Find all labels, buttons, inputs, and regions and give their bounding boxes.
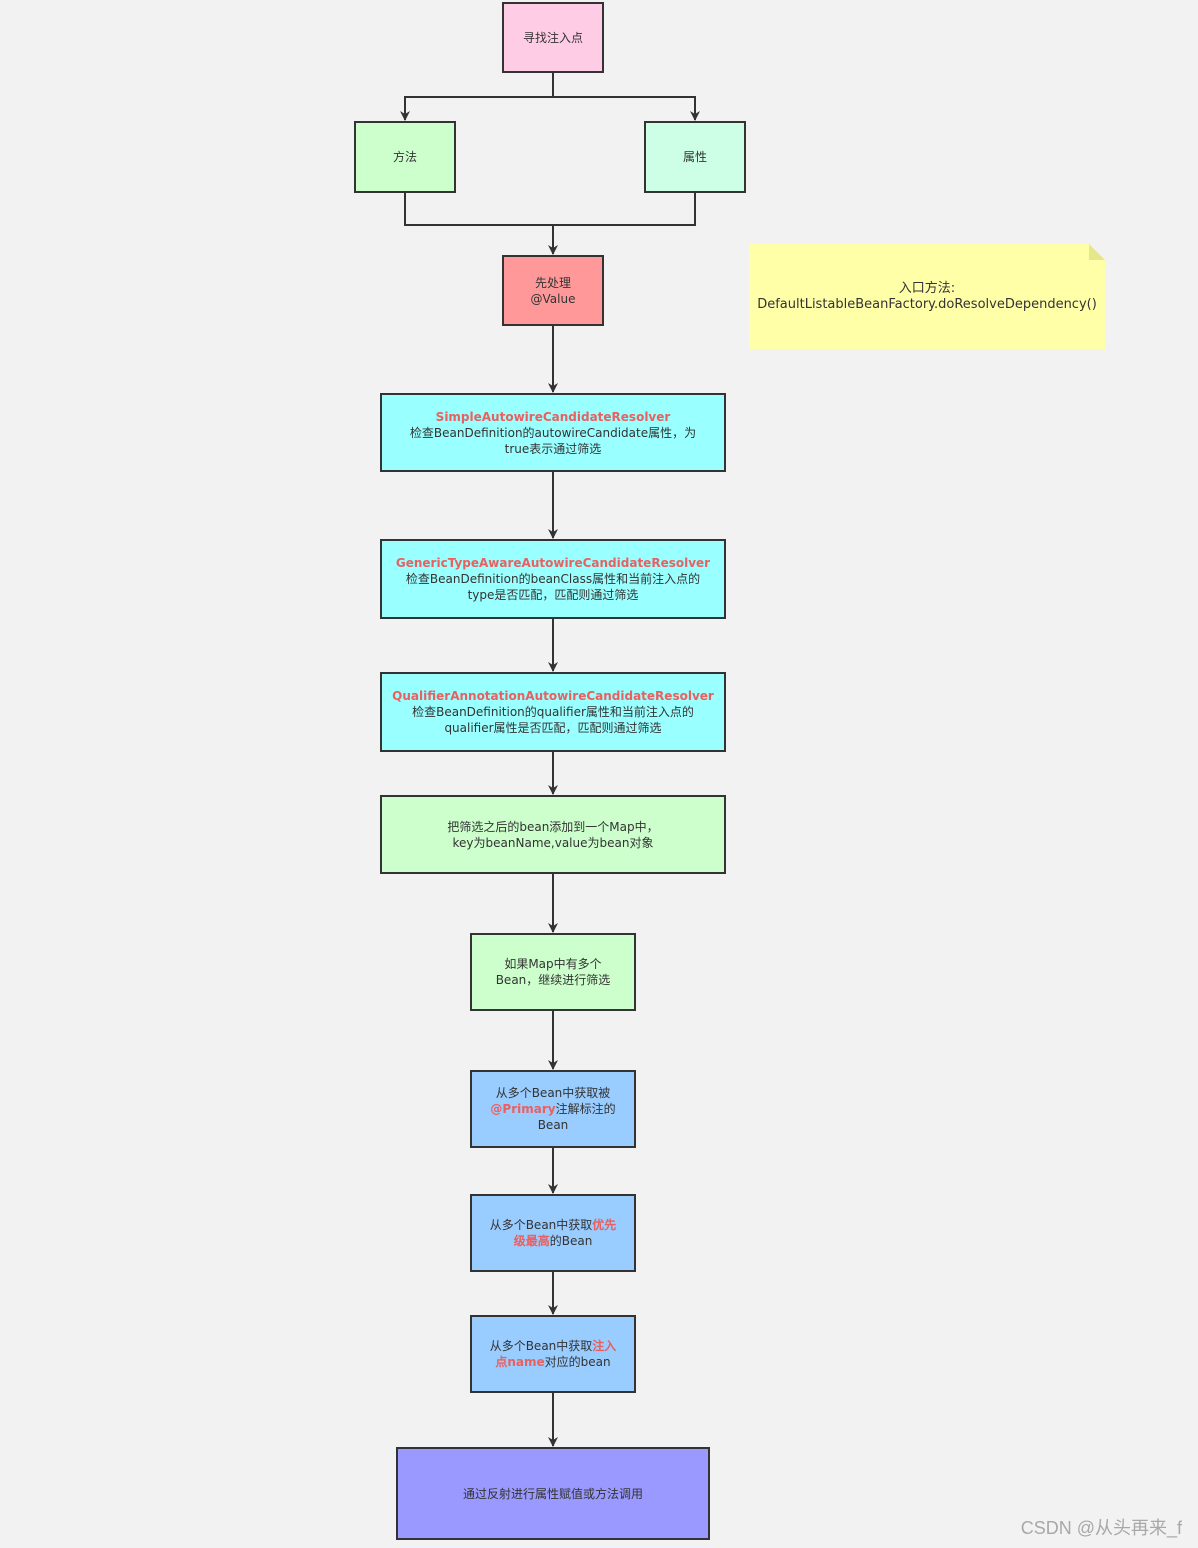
primary-highlight: @Primary: [490, 1102, 556, 1116]
qualifier-resolver-node: QualifierAnnotationAutowireCandidateReso…: [380, 672, 726, 752]
primary-line3: Bean: [537, 1118, 569, 1132]
qualifier-resolver-line1: 检查BeanDefinition的qualifier属性和当前注入点的: [412, 705, 694, 719]
generic-resolver-title: GenericTypeAwareAutowireCandidateResolve…: [395, 556, 711, 570]
priority-line2: 级最高的Bean: [514, 1233, 593, 1249]
name-match-node: 从多个Bean中获取注入 点name对应的bean: [470, 1315, 636, 1393]
qualifier-resolver-line2: qualifier属性是否匹配，匹配则通过筛选: [444, 721, 662, 735]
find-injection-point-label: 寻找注入点: [522, 30, 583, 45]
generic-resolver-line2: type是否匹配，匹配则通过筛选: [467, 588, 639, 602]
connector-property-to-value: [553, 193, 696, 226]
entry-method-note-line1: 入口方法:: [898, 280, 956, 296]
value-first-node: 先处理 @Value: [502, 255, 604, 326]
entry-method-note-line2: DefaultListableBeanFactory.doResolveDepe…: [757, 296, 1097, 312]
name-match-line1-highlight: 注入: [592, 1339, 617, 1353]
property-label: 属性: [682, 150, 707, 164]
add-to-map-line1: 把筛选之后的bean添加到一个Map中，: [447, 819, 659, 834]
generic-resolver-node: GenericTypeAwareAutowireCandidateResolve…: [380, 539, 726, 619]
name-match-line1: 从多个Bean中获取注入: [490, 1338, 617, 1354]
name-match-line2: 点name对应的bean: [495, 1354, 610, 1370]
qualifier-resolver-title: QualifierAnnotationAutowireCandidateReso…: [392, 689, 714, 703]
connector-find-to-method: [400, 73, 554, 121]
priority-line2-highlight: 级最高: [513, 1234, 550, 1248]
value-first-line2: @Value: [530, 291, 576, 306]
primary-line2-rest: 注解标注的: [555, 1102, 616, 1116]
method-label: 方法: [392, 150, 417, 164]
simple-resolver-line2: true表示通过筛选: [504, 441, 602, 456]
priority-line1: 从多个Bean中获取优先: [490, 1217, 617, 1233]
connector-method-to-value: [404, 193, 558, 255]
property-node: 属性: [644, 121, 746, 193]
simple-resolver-node: SimpleAutowireCandidateResolver 检查BeanDe…: [380, 393, 726, 472]
connector-find-to-property: [553, 96, 700, 121]
priority-line1-plain: 从多个Bean中获取: [489, 1218, 593, 1232]
priority-line1-highlight: 优先: [592, 1218, 617, 1232]
csdn-watermark: CSDN @从头再来_f: [1020, 1518, 1182, 1538]
add-to-map-line2: key为beanName,value为bean对象: [452, 835, 654, 850]
value-first-line1: 先处理: [534, 275, 571, 290]
name-match-line2-rest: 对应的bean: [544, 1355, 611, 1369]
name-match-line2-highlight: 点name: [495, 1355, 545, 1369]
priority-line2-rest: 的Bean: [549, 1234, 593, 1248]
find-injection-point-node: 寻找注入点: [502, 2, 604, 73]
reflection-node: 通过反射进行属性赋值或方法调用: [396, 1447, 710, 1540]
simple-resolver-title: SimpleAutowireCandidateResolver: [435, 409, 671, 424]
multi-bean-node: 如果Map中有多个 Bean，继续进行筛选: [470, 933, 636, 1011]
multi-bean-line2: Bean，继续进行筛选: [495, 973, 611, 987]
primary-line2: @Primary注解标注的: [490, 1101, 615, 1117]
priority-node: 从多个Bean中获取优先 级最高的Bean: [470, 1194, 636, 1272]
simple-resolver-line1: 检查BeanDefinition的autowireCandidate属性，为: [409, 425, 697, 440]
name-match-line1-plain: 从多个Bean中获取: [489, 1339, 593, 1353]
generic-resolver-line1: 检查BeanDefinition的beanClass属性和当前注入点的: [405, 572, 701, 586]
primary-node: 从多个Bean中获取被 @Primary注解标注的 Bean: [470, 1070, 636, 1148]
note-fold-corner: [1089, 244, 1105, 260]
primary-line1: 从多个Bean中获取被: [495, 1086, 611, 1100]
reflection-label: 通过反射进行属性赋值或方法调用: [462, 1486, 643, 1501]
multi-bean-line1: 如果Map中有多个: [504, 957, 602, 971]
entry-method-note: 入口方法: DefaultListableBeanFactory.doResol…: [749, 244, 1105, 349]
add-to-map-node: 把筛选之后的bean添加到一个Map中， key为beanName,value为…: [380, 795, 726, 874]
method-node: 方法: [354, 121, 456, 193]
